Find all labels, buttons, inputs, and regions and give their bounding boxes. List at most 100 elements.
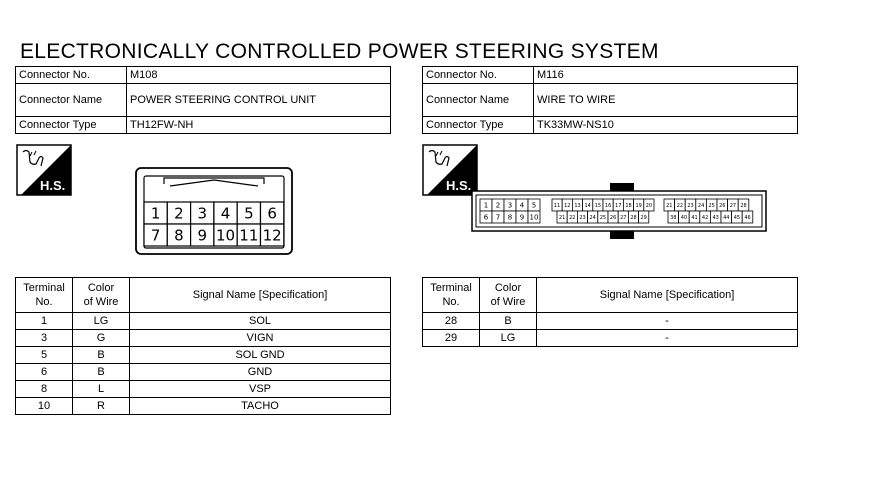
wire-color-cell: G <box>72 329 130 347</box>
pin-number: 7 <box>496 214 500 222</box>
pin-number: 16 <box>605 203 611 209</box>
pin-number: 1 <box>151 204 161 222</box>
pin-number: 4 <box>221 204 231 222</box>
hs-label: H.S. <box>40 178 65 193</box>
pin-number: 25 <box>600 215 606 221</box>
connector-name-value: WIRE TO WIRE <box>533 83 798 117</box>
pin-number: 26 <box>610 215 616 221</box>
pin-number: 28 <box>630 215 636 221</box>
pin-number: 3 <box>508 202 512 210</box>
signal-name-cell: SOL <box>129 312 391 330</box>
connector-type-label: Connector Type <box>422 116 534 134</box>
signal-name-cell: GND <box>129 363 391 381</box>
connector-no-value: M116 <box>533 66 798 84</box>
wire-color-cell: R <box>72 397 130 415</box>
pin-number: 44 <box>723 215 729 221</box>
pin-number: 22 <box>569 215 575 221</box>
harness-side-icon: H.S. <box>16 144 72 196</box>
pin-cell <box>741 210 754 224</box>
harness-side-icon: H.S. <box>422 144 478 196</box>
signal-name-cell: - <box>536 329 798 347</box>
pin-number: 27 <box>620 215 626 221</box>
signal-header: Signal Name [Specification] <box>129 277 391 313</box>
pin-number: 23 <box>579 215 585 221</box>
pin-number: 20 <box>646 203 652 209</box>
signal-name-cell: - <box>536 312 798 330</box>
pin-number: 45 <box>734 215 740 221</box>
wire-color-cell: L <box>72 380 130 398</box>
signal-name-cell: TACHO <box>129 397 391 415</box>
pin-number: 26 <box>719 203 725 209</box>
pin-number: 41 <box>691 215 697 221</box>
pin-number: 46 <box>744 215 750 221</box>
pin-number: 8 <box>508 214 512 222</box>
terminal-cell: 3 <box>15 329 73 347</box>
connector-name-label: Connector Name <box>15 83 127 117</box>
pin-number: 21 <box>666 203 672 209</box>
pin-number: 9 <box>197 226 207 244</box>
pin-number: 2 <box>496 202 500 210</box>
pin-number: 42 <box>702 215 708 221</box>
pin-number: 12 <box>564 203 570 209</box>
pin-number: 29 <box>641 215 647 221</box>
connector-type-label: Connector Type <box>15 116 127 134</box>
connector-info-table-m116: Connector No. M116 Connector Name WIRE T… <box>422 66 798 134</box>
pin-number: 5 <box>532 202 536 210</box>
pin-number: 40 <box>681 215 687 221</box>
connector-no-value: M108 <box>126 66 391 84</box>
terminal-cell: 29 <box>422 329 480 347</box>
connector-info-table-m108: Connector No. M108 Connector Name POWER … <box>15 66 391 134</box>
connector-name-value: POWER STEERING CONTROL UNIT <box>126 83 391 117</box>
pin-number: 22 <box>677 203 683 209</box>
pin-number: 13 <box>574 203 580 209</box>
pin-number: 21 <box>559 215 565 221</box>
pin-cell <box>259 223 285 247</box>
pin-number: 12 <box>263 226 282 244</box>
terminal-cell: 6 <box>15 363 73 381</box>
pin-number: 11 <box>554 203 560 209</box>
pin-number: 15 <box>595 203 601 209</box>
pin-number: 7 <box>151 226 161 244</box>
pin-number: 43 <box>713 215 719 221</box>
connector-no-label: Connector No. <box>422 66 534 84</box>
terminal-cell: 1 <box>15 312 73 330</box>
connector-no-label: Connector No. <box>15 66 127 84</box>
page-title: ELECTRONICALLY CONTROLLED POWER STEERING… <box>20 40 659 63</box>
terminal-cell: 5 <box>15 346 73 364</box>
pin-number: 38 <box>670 215 676 221</box>
terminal-cell: 10 <box>15 397 73 415</box>
pin-number: 11 <box>239 226 258 244</box>
pin-number: 3 <box>197 204 207 222</box>
signal-name-cell: VIGN <box>129 329 391 347</box>
pin-number: 25 <box>709 203 715 209</box>
wire-color-cell: B <box>479 312 537 330</box>
pin-number: 28 <box>740 203 746 209</box>
wire-color-cell: B <box>72 346 130 364</box>
pin-cell <box>638 210 650 224</box>
connector-type-value: TH12FW-NH <box>126 116 391 134</box>
pin-number: 18 <box>625 203 631 209</box>
pin-number: 14 <box>585 203 591 209</box>
pin-number: 19 <box>636 203 642 209</box>
wire-color-cell: LG <box>479 329 537 347</box>
pin-number: 10 <box>216 226 235 244</box>
connector-name-label: Connector Name <box>422 83 534 117</box>
pin-number: 24 <box>590 215 596 221</box>
